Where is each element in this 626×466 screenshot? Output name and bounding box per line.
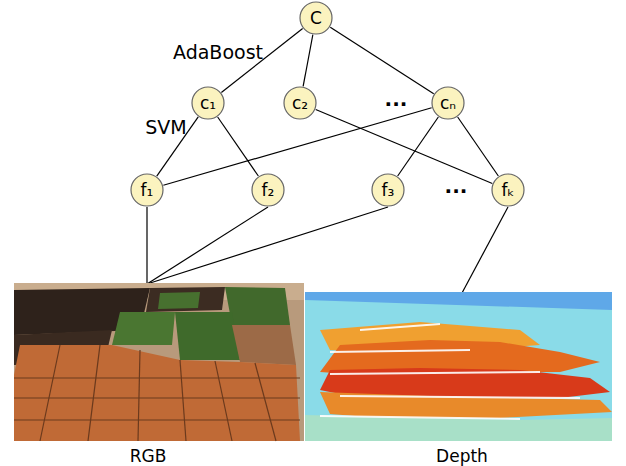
node-circle: cₙ (431, 86, 465, 120)
text-label: SVM (145, 118, 186, 137)
connector-line (303, 35, 313, 87)
depth-image (305, 292, 612, 441)
node-circle: f₁ (130, 173, 164, 207)
node-label: C (310, 10, 322, 27)
connector-line (218, 117, 259, 176)
node-circle: c₁ (191, 86, 225, 120)
text-label: ... (385, 89, 408, 109)
node-label: f₁ (141, 182, 154, 199)
node-label: c₁ (200, 95, 216, 112)
node-circle: fₖ (491, 173, 525, 207)
leader-lines (147, 207, 508, 293)
node-circle: f₃ (371, 173, 405, 207)
node-circle: C (299, 1, 333, 35)
connector-line (330, 27, 433, 94)
text-label: Depth (436, 448, 488, 465)
node-label: c₂ (292, 95, 308, 112)
node-label: cₙ (440, 95, 456, 112)
node-label: fₖ (501, 182, 514, 199)
text-label: AdaBoost (173, 43, 263, 62)
text-label: ... (445, 176, 468, 196)
node-circle: f₂ (251, 173, 285, 207)
connector-line (458, 117, 499, 176)
connector-line (398, 117, 439, 176)
node-circle: c₂ (283, 86, 317, 120)
rgb-photo (14, 283, 304, 441)
node-label: f₃ (382, 182, 395, 199)
connector-line (316, 110, 493, 184)
text-label: RGB (130, 448, 167, 465)
node-label: f₂ (262, 182, 275, 199)
